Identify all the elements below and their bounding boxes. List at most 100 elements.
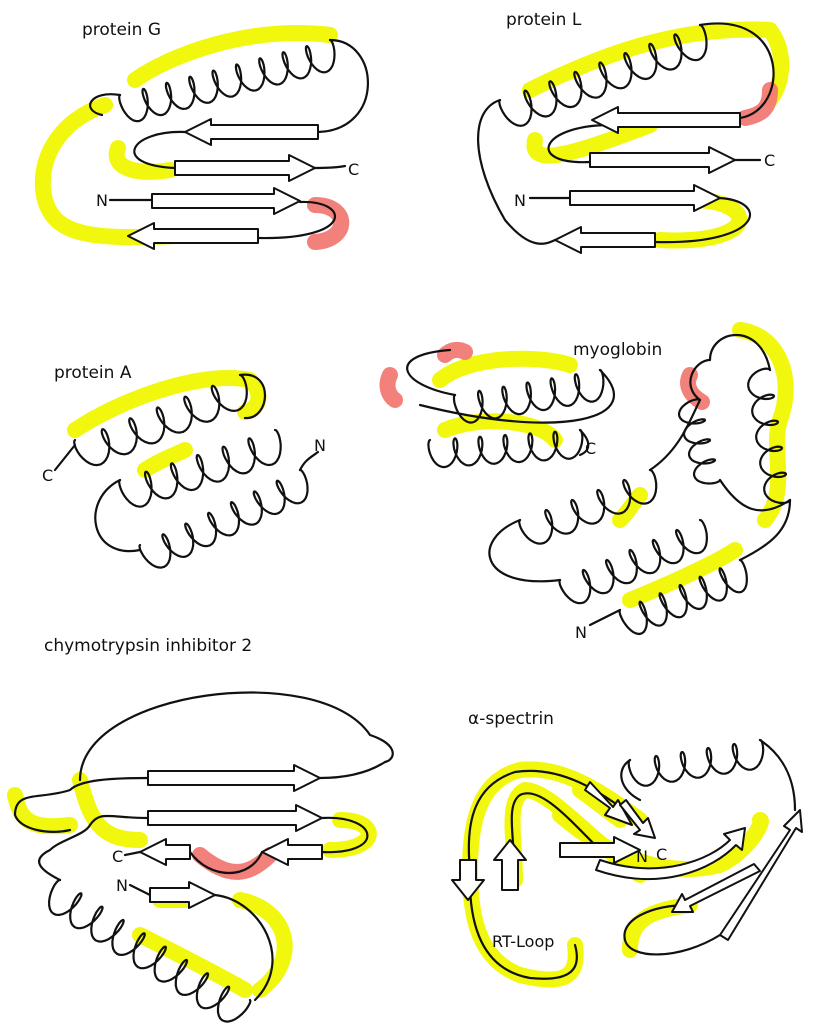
protein-g-helix-highlight: [127, 25, 338, 88]
ci2-strand-3: [261, 838, 323, 866]
backbone-layer: [13, 22, 797, 1023]
myoglobin-helix-d-highlight: [622, 542, 743, 608]
ci2-helix-loop: [213, 893, 274, 1002]
protein-l-strand-3: [569, 184, 721, 212]
spectrin-bottom-loop: [623, 903, 722, 956]
protein-g-strand-3: [151, 187, 301, 215]
protein-a-helix1-highlight: [67, 370, 267, 438]
protein-l-title: protein L: [506, 10, 582, 30]
ci2-left-loop: [13, 776, 150, 833]
protein-a-title: protein A: [54, 363, 132, 383]
spectrin-down-arrow: [451, 859, 485, 901]
protein-a-loop-2: [94, 478, 142, 553]
spectrin-rt-loop-label: RT-Loop: [492, 932, 554, 951]
myoglobin-helix-a-highlight: [432, 350, 578, 388]
protein-a-c-tail: [53, 443, 77, 472]
ci2-strand-4: [139, 838, 191, 866]
ci2-n-terminus: N: [116, 876, 128, 895]
panel-protein-a: protein A C N: [42, 363, 326, 485]
protein-g-turn-highlight: [307, 197, 350, 250]
panel-protein-g: protein G C N: [82, 20, 359, 210]
myoglobin-c-tail: [578, 428, 590, 457]
spectrin-title: α-spectrin: [468, 709, 554, 729]
myoglobin-loop-5: [718, 478, 792, 512]
protein-g-turn: [256, 200, 337, 240]
protein-l-loop-2: [698, 22, 775, 120]
protein-l-n-terminus: N: [514, 191, 526, 210]
spectrin-helix: [627, 738, 765, 787]
myoglobin-helix-b-highlight: [437, 413, 563, 448]
ci2-helix: [48, 878, 252, 1023]
protein-l-loop-3: [547, 123, 612, 164]
spectrin-mid-arrow: [619, 799, 656, 839]
protein-l-turn-highlight: [652, 192, 748, 249]
myoglobin-helix-f: [677, 398, 722, 485]
spectrin-n-terminus: N: [636, 847, 648, 866]
protein-g-loop-highlight: [108, 140, 178, 180]
spectrin-up-arrow: [493, 839, 527, 891]
myoglobin-n-tail: [588, 608, 622, 627]
myoglobin-loop-6: [738, 498, 792, 562]
ci2-right-turn: [320, 816, 369, 854]
myoglobin-loop-4: [648, 333, 772, 472]
ci2-helix-top-highlight: [232, 892, 293, 998]
protein-g-helix: [118, 38, 336, 123]
ci2-arch: [78, 691, 394, 782]
panel-spectrin: α-spectrin N C RT-Loop: [468, 709, 667, 951]
ci2-bottom-turn: [188, 850, 264, 874]
protein-g-loop-3: [133, 130, 187, 170]
ci2-strand-5: [149, 881, 216, 909]
protein-g-c-terminus: C: [348, 160, 359, 179]
myoglobin-title: myoglobin: [573, 340, 662, 360]
ci2-turn-highlight: [322, 812, 377, 858]
myoglobin-helix-e: [618, 558, 748, 636]
panel-myoglobin: myoglobin C N: [573, 340, 662, 642]
spectrin-diag-strand-2: [719, 809, 803, 941]
protein-a-n-terminus: N: [314, 436, 326, 455]
myoglobin-helix-g: [747, 367, 792, 505]
spectrin-helix-c: [758, 738, 797, 812]
spectrin-rt-loop-highlight: [462, 862, 584, 988]
protein-l-transition-highlight: [737, 82, 778, 126]
strand-layer: [127, 106, 803, 941]
spectrin-diag-strand-1: [671, 863, 761, 913]
protein-g-strand-1: [184, 118, 319, 146]
spectrin-helix-n: [620, 758, 642, 802]
ci2-title: chymotrypsin inhibitor 2: [44, 636, 252, 656]
protein-l-helix: [498, 23, 708, 127]
myoglobin-loop-3: [488, 518, 562, 583]
myoglobin-helix-a: [452, 368, 605, 424]
panel-protein-l: protein L C N: [506, 10, 775, 210]
ci2-strand-1: [147, 764, 321, 792]
protein-a-n-tail: [298, 450, 320, 472]
protein-a-helix2-highlight: [137, 442, 193, 478]
myoglobin-helix-d: [558, 518, 708, 605]
myoglobin-helix-e-highlight: [612, 487, 648, 528]
protein-l-strand-4: [554, 226, 656, 254]
protein-g-strand-2: [174, 154, 316, 182]
ci2-arch-end: [318, 760, 387, 780]
protein-g-n-terminus: N: [96, 191, 108, 210]
spectrin-inner-loop: [510, 792, 602, 882]
myoglobin-transition-2: [437, 341, 473, 363]
myoglobin-helix-c: [518, 468, 658, 545]
ci2-helix-highlight: [132, 927, 253, 998]
protein-g-loop-1: [89, 93, 122, 117]
protein-a-loop-1: [238, 373, 266, 420]
myoglobin-helix-b: [427, 428, 584, 469]
spectrin-curved-strand: [595, 827, 746, 881]
protein-a-helix-2: [118, 428, 282, 508]
ci2-left-loop-highlight: [7, 787, 78, 835]
protein-l-strand-2: [589, 146, 736, 174]
ci2-strand-2: [147, 804, 323, 832]
ci2-left-loop-2: [38, 814, 150, 882]
myoglobin-loop-2: [418, 368, 615, 424]
protein-a-c-terminus: C: [42, 466, 53, 485]
highlight-layer: [7, 21, 794, 998]
myoglobin-helix-c-highlight: [732, 322, 794, 528]
protein-g-title: protein G: [82, 20, 161, 40]
protein-l-turn: [653, 196, 752, 244]
protein-g-strand-highlight: [34, 97, 183, 246]
protein-a-helix-1: [73, 373, 248, 467]
